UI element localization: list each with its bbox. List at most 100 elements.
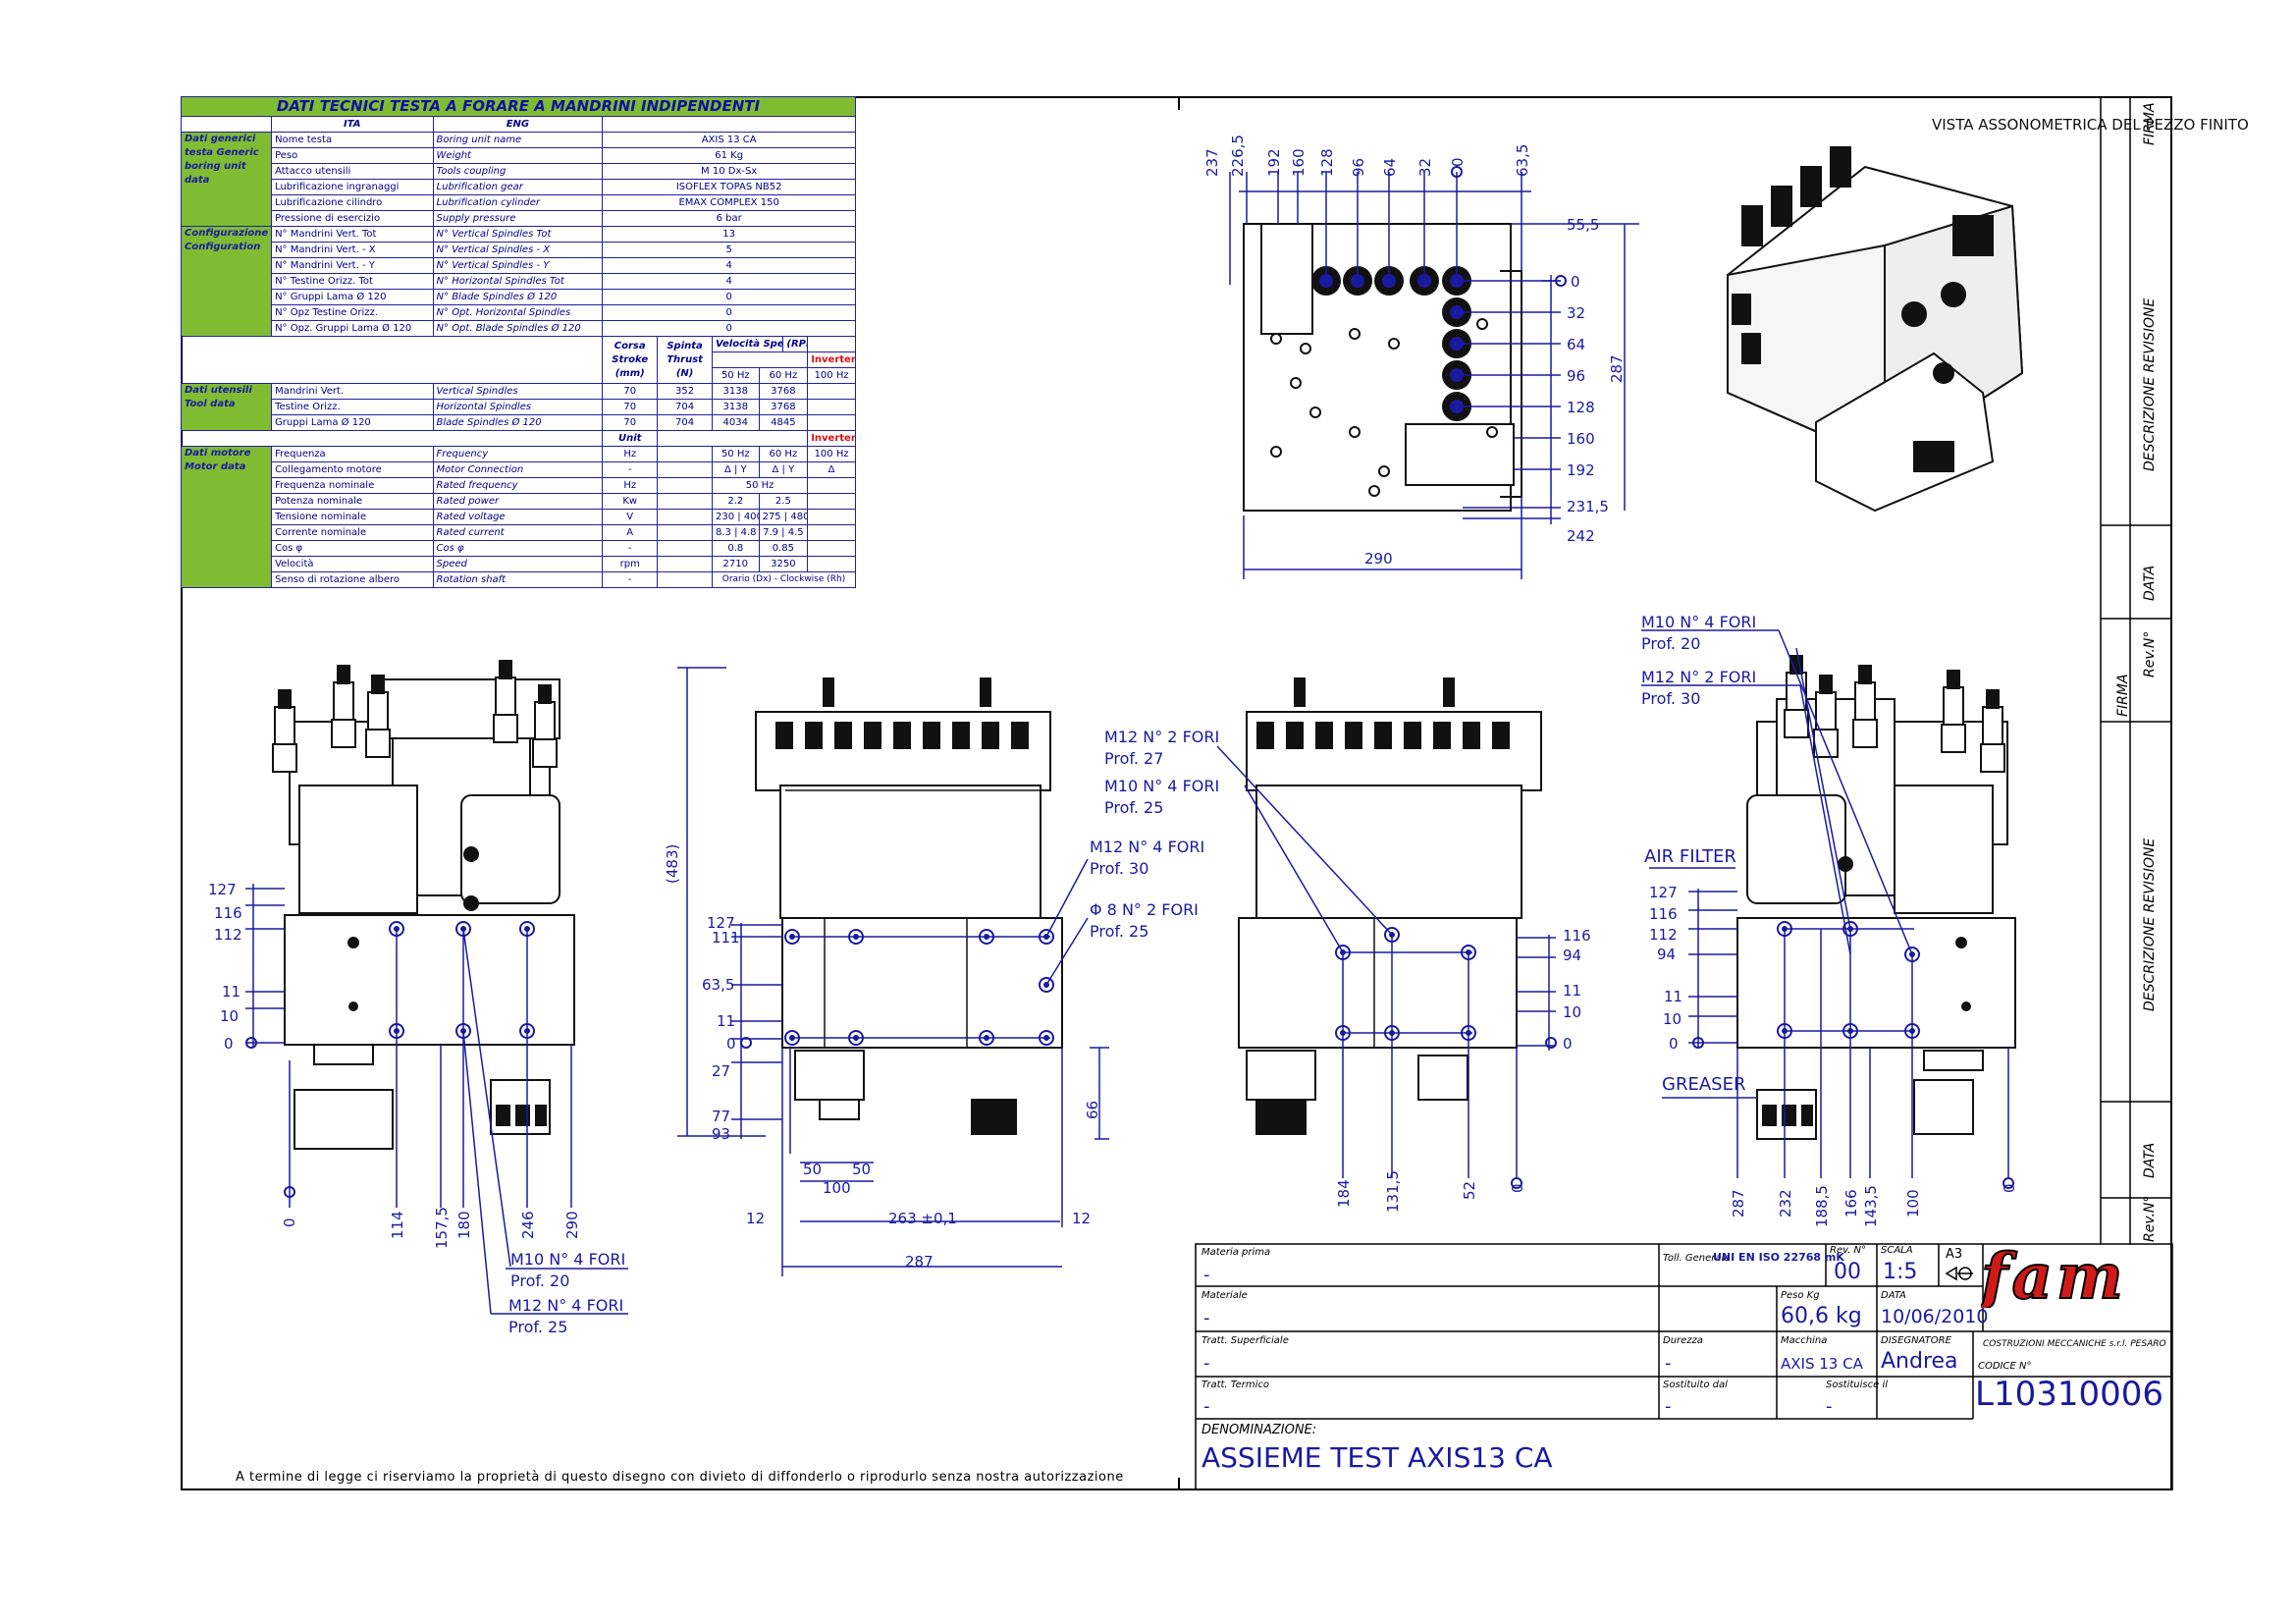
dim-label: 166 <box>1842 1189 1860 1218</box>
rev-col-rev: Rev.N° <box>2142 630 2158 677</box>
logo-text: fam <box>1981 1249 2127 1308</box>
view1-bottom-dims: 0 114 157,5 180 246 290 <box>281 1207 581 1249</box>
dim-label: 11 <box>717 1012 735 1030</box>
iso-caption: VISTA ASSONOMETRICA DEL PEZZO FINITO <box>1932 116 2249 134</box>
dim-label: 64 <box>1567 336 1585 353</box>
tratt-term-value: - <box>1203 1396 1210 1417</box>
dim-label: 160 <box>1567 430 1595 448</box>
note-line: M10 N° 4 FORI <box>510 1250 625 1269</box>
note-line: M12 N° 2 FORI <box>1104 728 1219 746</box>
group-motor: Dati motore Motor data <box>180 446 273 588</box>
disegnatore-value: Andrea <box>1881 1349 1958 1374</box>
dim-label: 116 <box>1649 905 1678 923</box>
dim-label: 10 <box>1663 1010 1682 1028</box>
format-value: A3 <box>1946 1247 1963 1262</box>
toll-label: Toll. Generale <box>1663 1253 1731 1264</box>
dim-label: 0 <box>726 1035 736 1053</box>
disegnatore-label: DISEGNATORE <box>1881 1335 1951 1346</box>
view3-dims: 116 94 11 10 0 184 131,5 52 0 <box>1335 927 1591 1213</box>
dim-label: 55,5 <box>1567 216 1599 234</box>
dim-label: 116 <box>1563 927 1591 945</box>
dim-label: 226,5 <box>1229 135 1247 177</box>
dim-label: 64 <box>1381 158 1399 177</box>
materia-prima-label: Materia prima <box>1201 1247 1271 1258</box>
dim-label: 192 <box>1265 148 1283 177</box>
dim-label: 116 <box>214 904 242 922</box>
dim-label: 27 <box>712 1062 730 1080</box>
dim-label: 157,5 <box>433 1207 451 1249</box>
dim-label: 287 <box>1730 1189 1747 1218</box>
top-view-top-dims: 237 226,5 192 160 128 96 64 32 0 63,5 <box>1203 135 1531 177</box>
dim-label: 127 <box>208 881 237 898</box>
rev-value: 00 <box>1834 1260 1861 1284</box>
dim-label: 111 <box>712 929 740 947</box>
codice-value: L10310006 <box>1975 1375 2163 1414</box>
dim-label: 263 ±0,1 <box>888 1210 957 1227</box>
rev-col-rev: Rev.N° <box>2142 1195 2158 1242</box>
dim-label: 100 <box>823 1179 851 1197</box>
tratt-term-label: Tratt. Termico <box>1201 1380 1270 1390</box>
top-width-dim: 290 <box>1364 550 1393 568</box>
dim-label: 290 <box>563 1211 581 1239</box>
dim-label: 0 <box>1449 157 1467 167</box>
motor-eng: Rotation shaft <box>432 571 604 588</box>
dim-label: 192 <box>1567 461 1595 479</box>
dim-label: 131,5 <box>1384 1170 1402 1213</box>
materia-prima-value: - <box>1203 1265 1210 1285</box>
note-line: Prof. 30 <box>1090 859 1148 878</box>
dim-label: 231,5 <box>1567 498 1609 515</box>
dim-label: 112 <box>214 926 242 944</box>
top-height-dim: 287 <box>1608 354 1626 383</box>
isometric-view <box>1727 146 2024 513</box>
rev-col-firma: FIRMA <box>2142 102 2158 145</box>
dim-label: 0 <box>1571 273 1580 291</box>
note-line: Prof. 25 <box>1104 798 1163 817</box>
rev-col-descrizione: DESCRIZIONE REVISIONE <box>2142 838 2158 1011</box>
dim-label: 100 <box>1904 1189 1922 1218</box>
front-view-3: 116 94 11 10 0 184 131,5 52 0 <box>1216 677 1591 1213</box>
durezza-value: - <box>1665 1353 1672 1374</box>
sostituito-dal-label: Sostituito dal <box>1663 1380 1728 1390</box>
rev-label: Rev. N° <box>1830 1245 1867 1256</box>
dim-label: 112 <box>1649 926 1678 944</box>
denominazione-label: DENOMINAZIONE: <box>1201 1423 1317 1437</box>
note-line: Prof. 25 <box>508 1318 567 1336</box>
dim-label: 96 <box>1350 158 1367 177</box>
note-line: Prof. 30 <box>1641 689 1700 708</box>
note-line: M12 N° 4 FORI <box>508 1296 623 1315</box>
dim-label: 12 <box>746 1210 765 1227</box>
dim-label: 52 <box>1461 1181 1478 1200</box>
note-line: Prof. 20 <box>1641 634 1700 653</box>
view2-dims: (483) 127 111 63,5 11 0 27 77 93 66 50 5… <box>664 844 1101 1271</box>
group-configuration: Configurazione Configuration <box>180 226 273 337</box>
dim-label: 94 <box>1563 947 1581 964</box>
dim-label: 237 <box>1203 148 1221 177</box>
macchina-value: AXIS 13 CA <box>1781 1355 1863 1373</box>
durezza-label: Durezza <box>1663 1335 1703 1346</box>
view4-left-dims: 127 116 112 94 11 10 0 <box>1649 884 1682 1053</box>
dim-label: 63,5 <box>1514 144 1531 177</box>
spec-table: DATI TECNICI TESTA A FORARE A MANDRINI I… <box>180 96 856 588</box>
data-label: DATA <box>1881 1290 1906 1301</box>
view4-bottom-dims: 287 232 188,5 166 143,5 100 0 <box>1730 1183 2018 1227</box>
rev-col-data: DATA <box>2142 1142 2158 1178</box>
drawing-sheet-frame <box>181 96 2172 1490</box>
spec-title: DATI TECNICI TESTA A FORARE A MANDRINI I… <box>181 96 856 117</box>
materiale-label: Materiale <box>1201 1290 1248 1301</box>
dim-label: 32 <box>1416 158 1434 177</box>
dim-label: 66 <box>1084 1101 1101 1119</box>
dim-label: 246 <box>519 1211 537 1239</box>
dim-label: 0 <box>1669 1035 1679 1053</box>
rev-col-descrizione: DESCRIZIONE REVISIONE <box>2142 298 2158 471</box>
sostituito-dal-value: - <box>1665 1396 1672 1417</box>
dim-label: 77 <box>712 1108 730 1125</box>
dim-label: 32 <box>1567 304 1585 322</box>
note-line: M12 N° 2 FORI <box>1641 668 1756 686</box>
macchina-label: Macchina <box>1781 1335 1828 1346</box>
motor-ita: Senso di rotazione albero <box>271 571 434 588</box>
dim-label: 50 <box>803 1161 822 1178</box>
peso-label: Peso Kg <box>1781 1290 1820 1301</box>
rev-col-firma: FIRMA <box>2115 674 2131 717</box>
tratt-sup-label: Tratt. Superficiale <box>1201 1335 1289 1346</box>
